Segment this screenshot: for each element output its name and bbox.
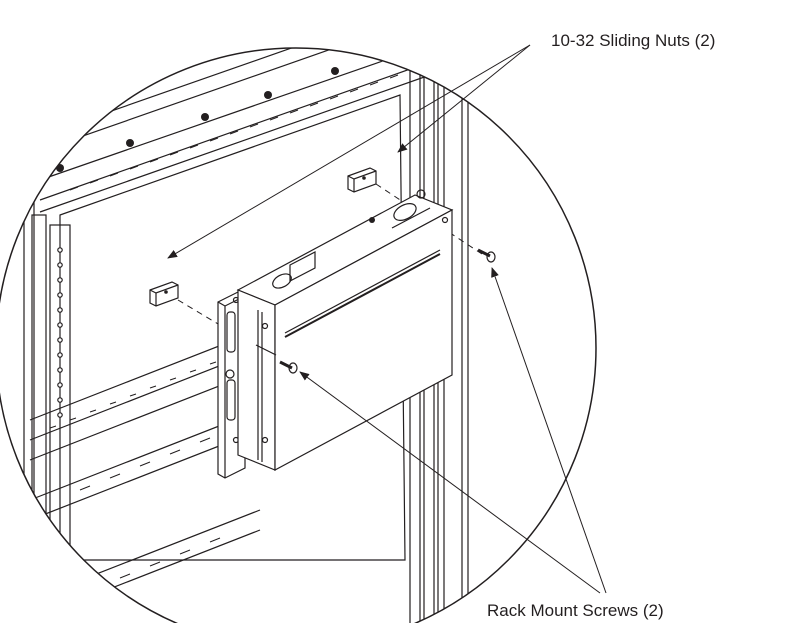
detail-circle xyxy=(0,47,597,623)
leader-nuts-right xyxy=(397,44,531,153)
leader-lines xyxy=(167,44,607,594)
rack-mount-screw-right xyxy=(477,248,496,263)
sliding-nuts-label: 10-32 Sliding Nuts (2) xyxy=(551,31,716,50)
sliding-nut-right xyxy=(347,167,377,193)
leader-nuts-left xyxy=(167,44,531,259)
rack-mount-screws-label: Rack Mount Screws (2) xyxy=(487,601,664,620)
leader-screws-left xyxy=(299,371,601,594)
device-box xyxy=(236,189,454,472)
sliding-nut-left xyxy=(149,281,179,307)
rack-mount-screw-left xyxy=(279,360,298,374)
leader-screws-right xyxy=(491,267,607,594)
detail-view xyxy=(0,48,496,623)
